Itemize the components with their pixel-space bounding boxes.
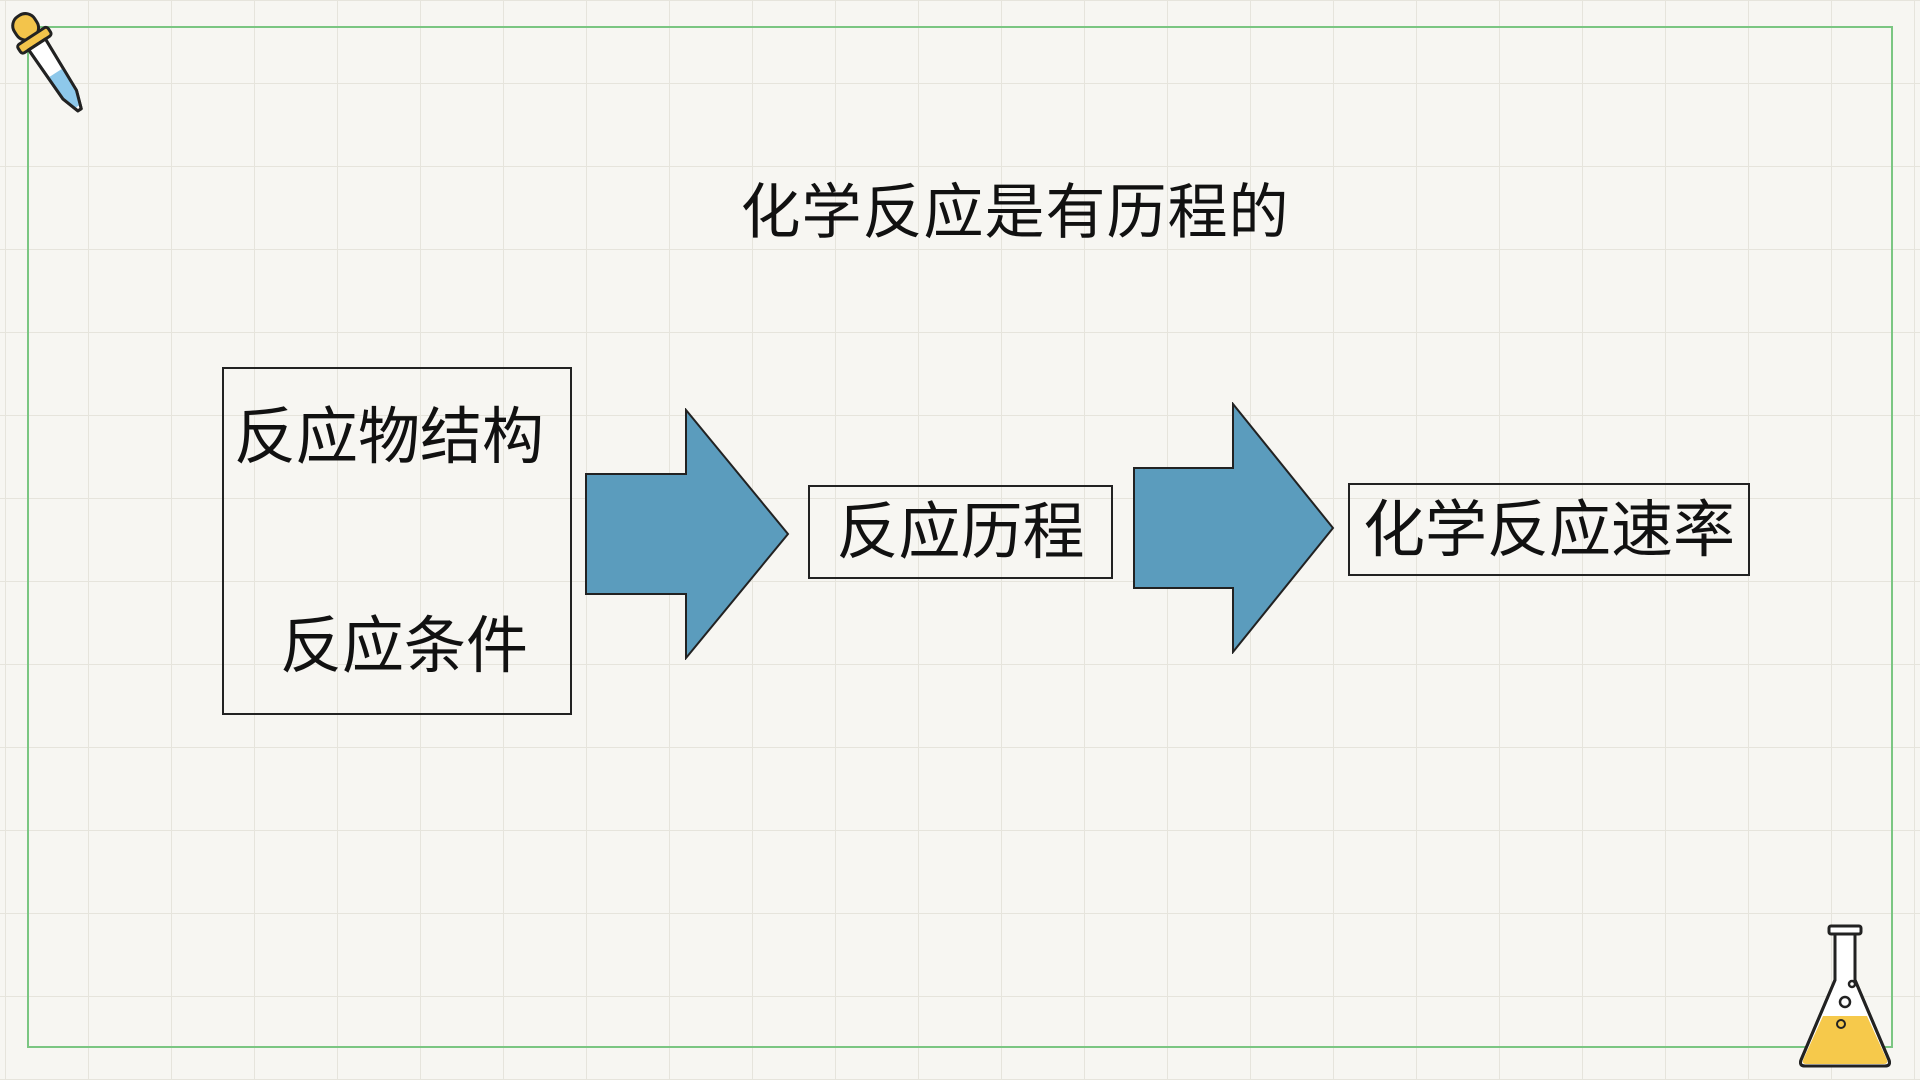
slide-frame bbox=[27, 26, 1893, 1048]
dropper-icon bbox=[11, 12, 83, 113]
arrow-right-1 bbox=[585, 408, 790, 660]
slide-title: 化学反应是有历程的 bbox=[740, 178, 1290, 248]
inputs-box: 反应物结构 反应条件 bbox=[222, 367, 572, 715]
reaction-conditions-label: 反应条件 bbox=[280, 609, 529, 682]
flask-icon bbox=[1799, 924, 1891, 1068]
reaction-rate-box: 化学反应速率 bbox=[1348, 483, 1750, 576]
arrow-right-2 bbox=[1133, 402, 1335, 654]
reaction-process-box: 反应历程 bbox=[808, 485, 1113, 579]
reactant-structure-label: 反应物结构 bbox=[234, 400, 545, 473]
